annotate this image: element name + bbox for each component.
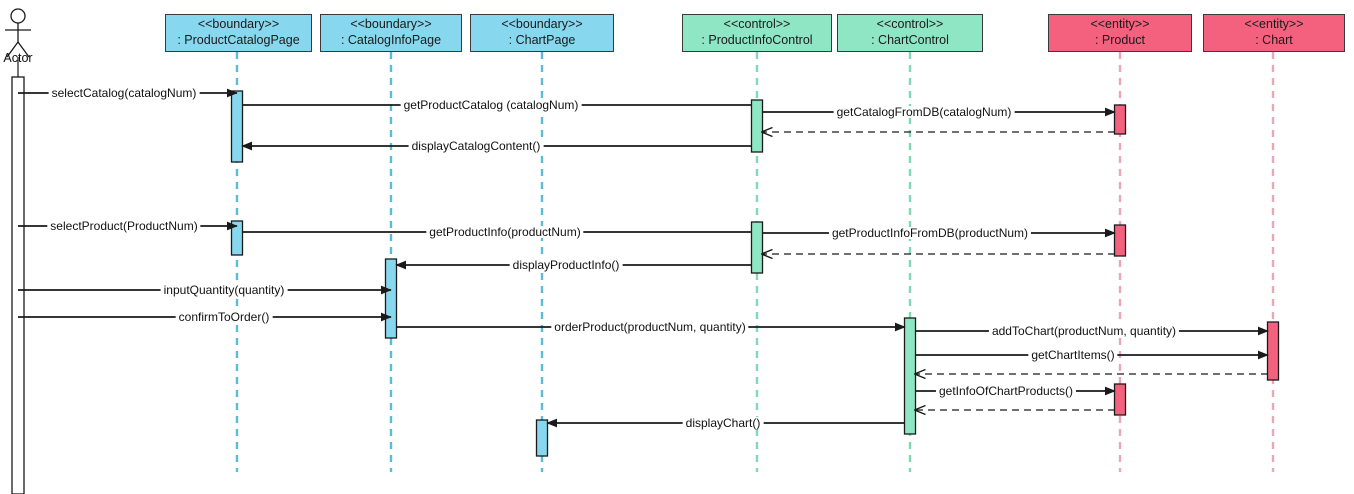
actor-figure: [5, 8, 31, 58]
activation-act-prd-3[interactable]: [1113, 383, 1127, 416]
participant-box-chart[interactable]: <<entity>>: Chart: [1203, 14, 1345, 52]
participant-stereotype: <<entity>>: [1244, 17, 1304, 32]
participant-stereotype: <<boundary>>: [501, 17, 583, 32]
participant-name: : ChartControl: [871, 33, 949, 47]
activation-act-pcp-2[interactable]: [230, 220, 244, 256]
participant-box-productCatalogPage[interactable]: <<boundary>>: ProductCatalogPage: [165, 14, 312, 52]
participant-box-chartPage[interactable]: <<boundary>>: ChartPage: [470, 14, 614, 52]
participant-box-product[interactable]: <<entity>>: Product: [1048, 14, 1192, 52]
activation-act-actor[interactable]: [11, 76, 25, 494]
activation-act-pic-2[interactable]: [750, 221, 764, 274]
activation-act-cht-1[interactable]: [1266, 321, 1280, 381]
participant-name: : ProductInfoControl: [701, 33, 813, 47]
participant-name: : Chart: [1255, 33, 1293, 47]
message-label-m01: selectCatalog(catalogNum): [48, 87, 200, 99]
message-label-m03: getCatalogFromDB(catalogNum): [833, 106, 1015, 118]
activation-act-cip-1[interactable]: [384, 258, 398, 339]
lifelines-layer: [17, 52, 1275, 492]
participant-name: : ChartPage: [508, 33, 576, 47]
activations-layer: [11, 76, 1280, 494]
message-label-m17: getInfoOfChartProducts(): [935, 385, 1077, 397]
activation-act-cc-1[interactable]: [903, 317, 917, 435]
participant-box-catalogInfoPage[interactable]: <<boundary>>: CatalogInfoPage: [320, 14, 462, 52]
message-label-m06: selectProduct(ProductNum): [47, 220, 201, 232]
participant-stereotype: <<boundary>>: [350, 17, 432, 32]
participant-stereotype: <<boundary>>: [197, 17, 280, 32]
actor-label: Actor: [3, 51, 33, 65]
message-label-m13: orderProduct(productNum, quantity): [551, 321, 749, 333]
activation-act-pic-1[interactable]: [750, 99, 764, 153]
activation-act-prd-2[interactable]: [1113, 224, 1127, 257]
message-label-m14: addToChart(productNum, quantity): [988, 325, 1180, 337]
participant-stereotype: <<control>>: [876, 17, 944, 32]
message-label-m12: confirmToOrder(): [175, 311, 273, 323]
message-label-m05: displayCatalogContent(): [408, 140, 544, 152]
message-label-m11: inputQuantity(quantity): [160, 284, 288, 296]
participant-stereotype: <<entity>>: [1090, 17, 1150, 32]
participant-box-productInfoControl[interactable]: <<control>>: ProductInfoControl: [682, 14, 832, 52]
participant-name: : ProductCatalogPage: [177, 33, 300, 47]
participant-name: : Product: [1094, 33, 1146, 47]
activation-act-prd-1[interactable]: [1113, 104, 1127, 135]
activation-act-chp-1[interactable]: [535, 419, 549, 457]
message-label-m15: getChartItems(): [1028, 349, 1118, 361]
message-label-m07: getProductInfo(productNum): [426, 226, 584, 238]
message-label-m02: getProductCatalog (catalogNum): [400, 99, 582, 111]
participant-box-chartControl[interactable]: <<control>>: ChartControl: [837, 14, 983, 52]
activation-act-pcp-1[interactable]: [230, 90, 244, 163]
participant-stereotype: <<control>>: [723, 17, 791, 32]
message-label-m19: displayChart(): [682, 417, 764, 429]
message-label-m10: displayProductInfo(): [509, 259, 623, 271]
message-label-m08: getProductInfoFromDB(productNum): [828, 227, 1032, 239]
messages-layer: [18, 88, 1269, 428]
participant-name: : CatalogInfoPage: [340, 33, 442, 47]
